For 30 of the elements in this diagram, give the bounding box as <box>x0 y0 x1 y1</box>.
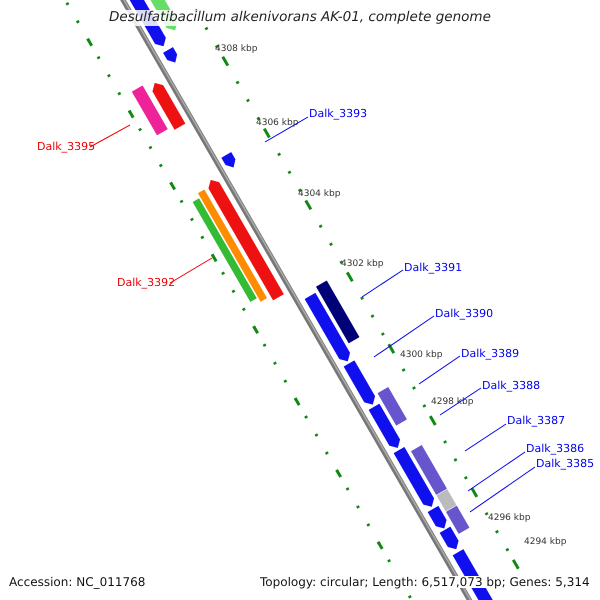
footer-text: Topology: circular; Length: 6,517,073 bp; Genes: 5,314 <box>260 576 590 588</box>
leader-line <box>362 270 404 298</box>
gene-label: Dalk_3389 <box>461 348 520 359</box>
gene-label: Dalk_3388 <box>482 380 540 391</box>
leader-line <box>170 258 212 284</box>
scale-label: 4302 kbp <box>341 260 384 269</box>
leader-line <box>470 466 536 512</box>
gene-label: Dalk_3391 <box>404 262 462 273</box>
gene-label: Dalk_3387 <box>507 415 566 426</box>
gene-label: Dalk_3386 <box>526 443 584 454</box>
scale-label: 4296 kbp <box>488 514 530 523</box>
gene-label: Dalk_3385 <box>536 458 594 469</box>
leader-line <box>440 388 482 416</box>
scale-label: 4308 kbp <box>215 45 258 54</box>
scale-label: 4298 kbp <box>431 398 474 407</box>
gene-label: Dalk_3393 <box>309 108 368 119</box>
leader-line <box>464 424 506 452</box>
leader-line <box>374 316 434 358</box>
leader-line <box>468 452 526 492</box>
gene-label: Dalk_3390 <box>435 308 494 319</box>
scale-label: 4306 kbp <box>256 119 298 128</box>
gene-label: Dalk_3392 <box>117 277 176 288</box>
scale-label: 4304 kbp <box>298 190 340 199</box>
scale-label: 4300 kbp <box>400 351 442 360</box>
gene-label: Dalk_3395 <box>37 141 96 152</box>
leader-line <box>418 356 460 384</box>
scale-label: 4294 kbp <box>524 538 566 547</box>
leader-line <box>264 116 308 142</box>
leader-line <box>90 124 130 148</box>
footer-text: Accession: NC_011768 <box>9 576 146 588</box>
